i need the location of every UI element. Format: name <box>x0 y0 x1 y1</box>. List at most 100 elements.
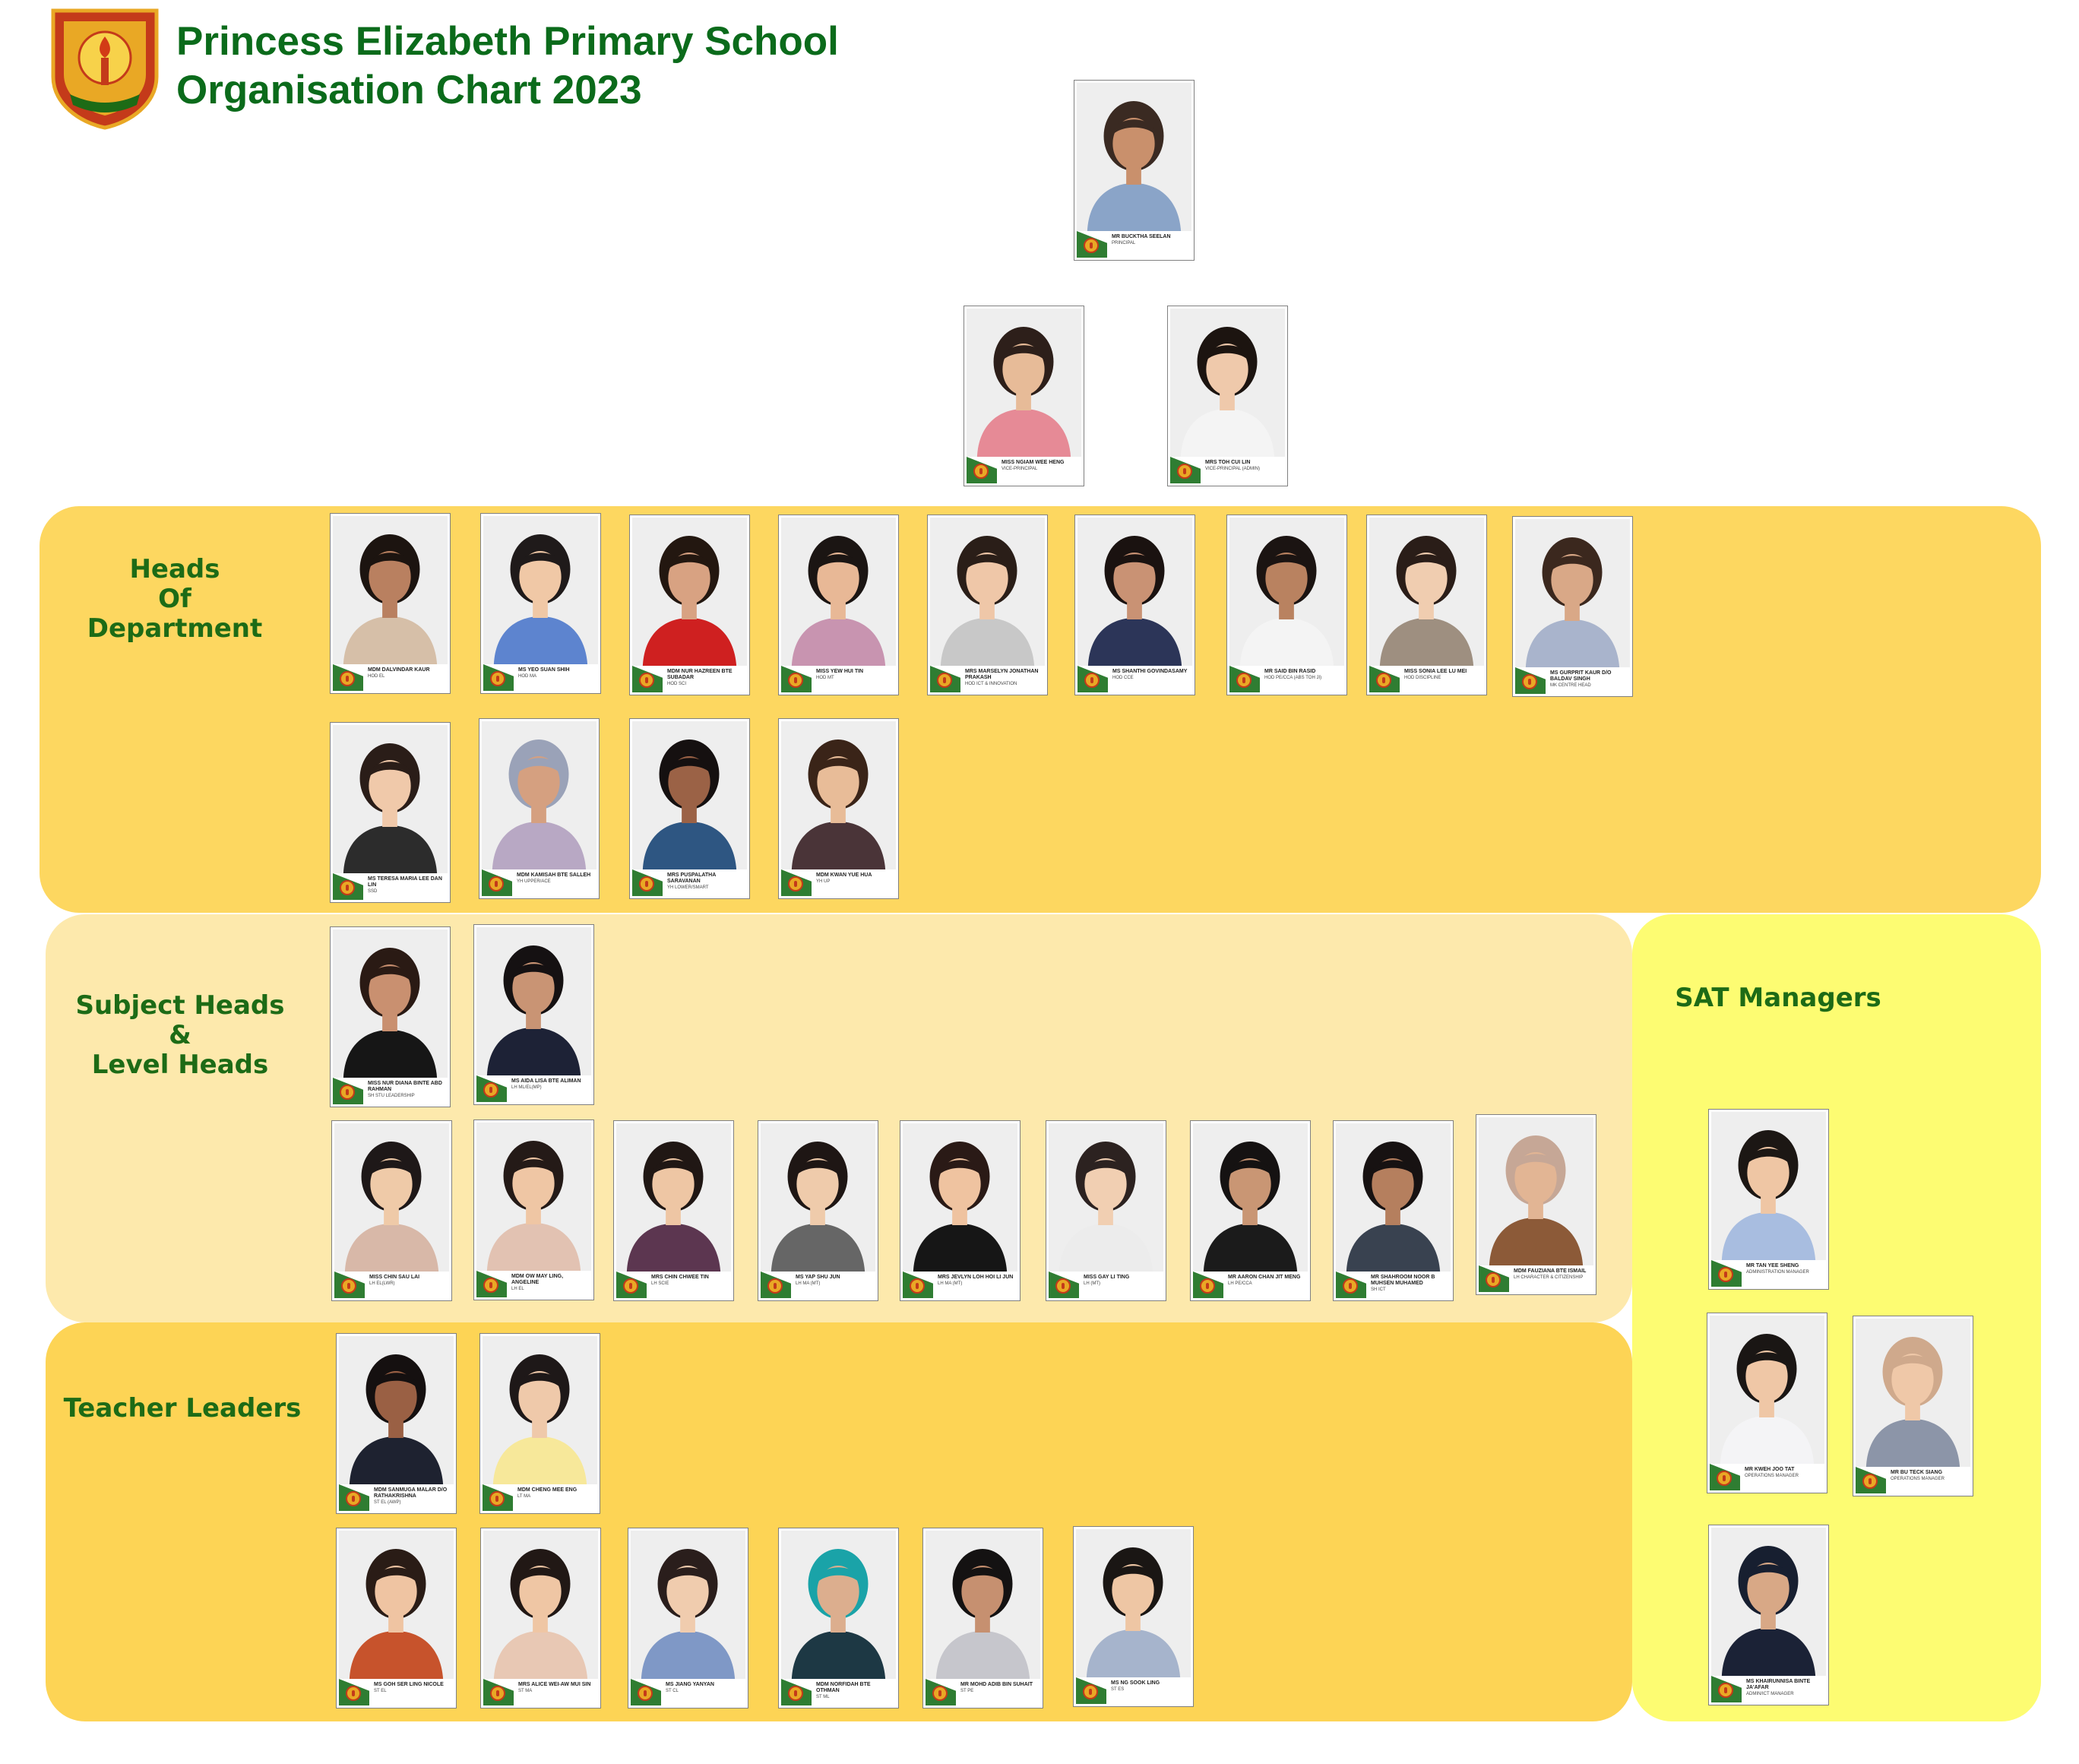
staff-photo <box>339 1336 454 1485</box>
staff-photo <box>1076 1529 1191 1678</box>
staff-role: ST CL <box>666 1689 679 1693</box>
staff-name: MR TAN YEE SHENG <box>1746 1263 1799 1268</box>
staff-name: MDM NUR HAZREEN BTE SUBADAR <box>667 669 733 680</box>
school-badge-icon <box>1718 1683 1733 1698</box>
staff-name: MS GURPRIT KAUR D/O BALDAV SINGH <box>1550 670 1612 682</box>
portrait-silhouette <box>1229 518 1344 667</box>
school-badge-icon <box>1236 673 1252 688</box>
school-badge-icon <box>1177 464 1192 479</box>
staff-name: MDM FAUZIANA BTE ISMAIL <box>1514 1268 1587 1274</box>
school-badge-icon <box>639 673 654 688</box>
school-badge-icon <box>1376 673 1391 688</box>
portrait-silhouette <box>616 1123 731 1272</box>
staff-role: ADMIN/ICT MANAGER <box>1746 1692 1794 1696</box>
staff-card: MISS YEW HUI TIN HOD MT <box>778 515 899 695</box>
staff-role: LH PE/CCA <box>1228 1281 1252 1286</box>
portrait-silhouette <box>903 1123 1017 1272</box>
staff-role: SH STU LEADERSHIP <box>368 1094 415 1098</box>
portrait-silhouette <box>1711 1528 1826 1677</box>
staff-name: MS NG SOOK LING <box>1111 1680 1160 1686</box>
school-badge-icon <box>340 880 355 895</box>
staff-name: MS AIDA LISA BTE ALIMAN <box>511 1078 581 1084</box>
school-badge-icon <box>340 671 355 686</box>
staff-role: HOD CCE <box>1112 676 1134 680</box>
page-title-line-2: Organisation Chart 2023 <box>176 68 642 112</box>
portrait-silhouette <box>930 518 1045 667</box>
portrait-silhouette <box>926 1531 1040 1680</box>
staff-role: SH ICT <box>1371 1287 1386 1292</box>
staff-photo <box>1193 1123 1308 1272</box>
school-badge-icon <box>910 1278 925 1294</box>
staff-photo <box>483 1531 598 1680</box>
staff-photo <box>1856 1319 1970 1468</box>
school-badge-icon <box>639 876 654 892</box>
staff-name: MS GOH SER LING NICOLE <box>374 1682 444 1687</box>
portrait-silhouette <box>1515 519 1630 668</box>
staff-role: OPERATIONS MANAGER <box>1891 1477 1945 1481</box>
staff-name: MDM DALVINDAR KAUR <box>368 667 430 673</box>
staff-photo <box>333 516 448 665</box>
staff-photo <box>967 309 1081 458</box>
staff-name: MISS YEW HUI TIN <box>816 669 864 674</box>
school-crest-logo <box>51 8 159 130</box>
staff-role: YH UP <box>816 879 831 884</box>
staff-photo <box>930 518 1045 667</box>
staff-role: MK CENTRE HEAD <box>1550 683 1591 688</box>
hod-section-label: Heads Of Department <box>87 554 263 644</box>
staff-photo <box>1077 83 1191 232</box>
staff-photo <box>1710 1316 1824 1465</box>
portrait-silhouette <box>1856 1319 1970 1468</box>
portrait-silhouette <box>781 721 896 870</box>
portrait-silhouette <box>476 927 591 1076</box>
staff-photo <box>483 1336 597 1485</box>
staff-photo <box>1170 309 1285 458</box>
staff-name: MR KWEH JOO TAT <box>1745 1467 1795 1472</box>
portrait-silhouette <box>333 930 448 1078</box>
school-badge-icon <box>788 673 803 688</box>
school-badge-icon <box>483 1082 498 1097</box>
staff-photo <box>333 725 448 874</box>
portrait-silhouette <box>781 1531 896 1680</box>
portrait-silhouette <box>1076 1529 1191 1678</box>
school-badge-icon <box>1522 674 1537 689</box>
staff-role: LH ML/EL(MP) <box>511 1085 542 1090</box>
school-badge-icon <box>788 876 803 892</box>
staff-photo <box>632 721 747 870</box>
staff-role: YH LOWER/SMART <box>667 885 709 890</box>
portrait-silhouette <box>1479 1117 1593 1266</box>
staff-role: ST PE <box>960 1689 974 1693</box>
staff-role: LH CHARACTER & CITIZENSHIP <box>1514 1275 1584 1280</box>
staff-role: HOD MT <box>816 676 834 680</box>
staff-photo <box>1077 518 1192 667</box>
